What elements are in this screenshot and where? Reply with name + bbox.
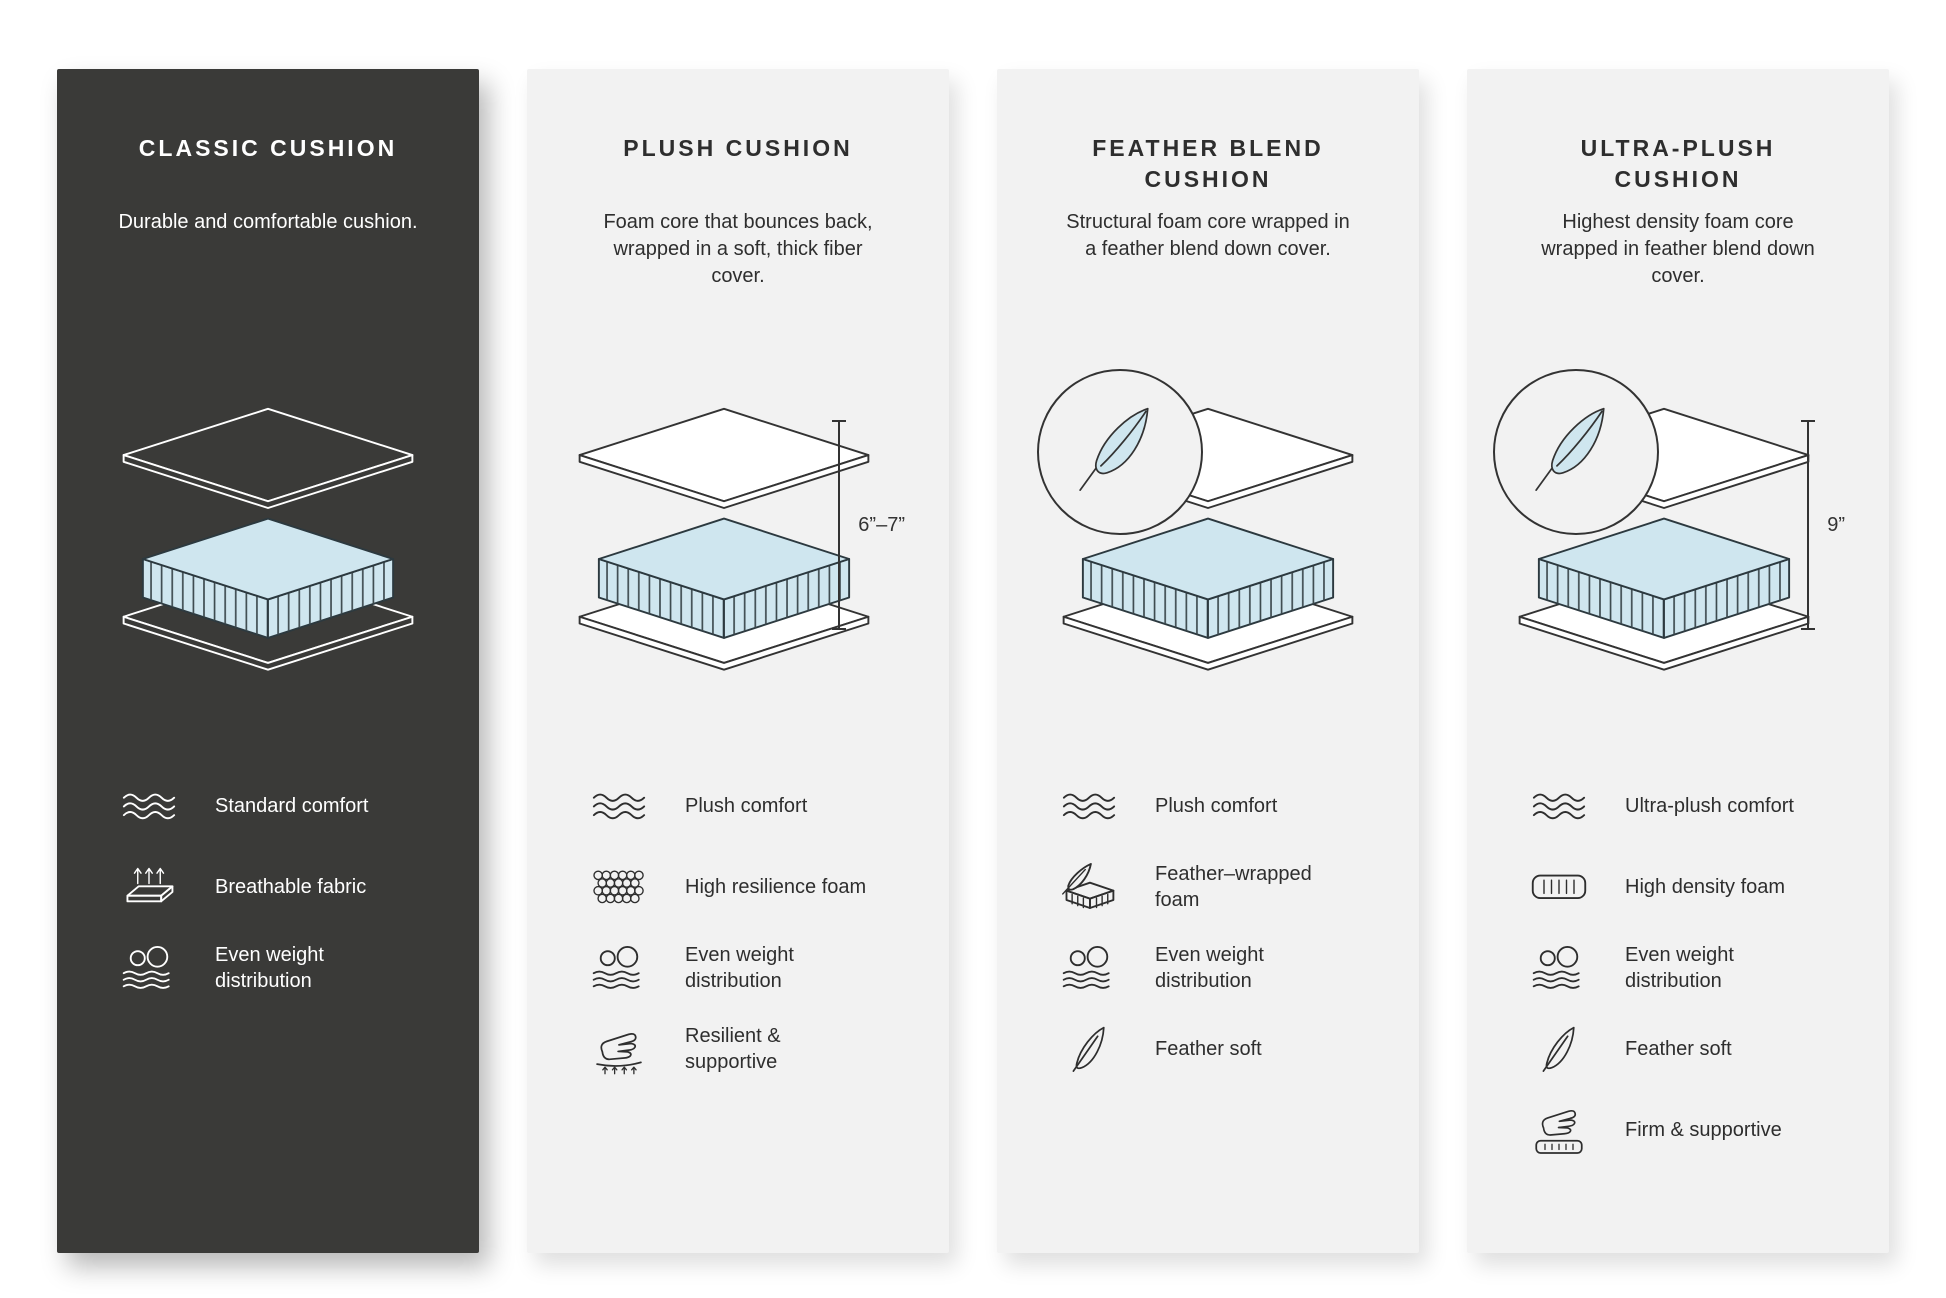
top-layer	[122, 407, 414, 509]
weight-distribution-icon	[1523, 946, 1595, 990]
panel-title: PLUSH CUSHION	[623, 135, 853, 161]
cushion-layers-diagram	[578, 407, 870, 671]
weight-distribution-icon	[1053, 946, 1125, 990]
feature-label: Ultra-plush comfort	[1625, 795, 1794, 817]
wave-icon	[113, 790, 185, 823]
panel-description: Durable and comfortable cushion.	[118, 211, 418, 233]
firm-hand-icon	[1523, 1104, 1595, 1157]
feature-row: Plush comfort	[1053, 773, 1383, 839]
feature-row: Plush comfort	[583, 773, 913, 839]
feature-list: Standard comfort Breathable fabric	[93, 773, 443, 1001]
dimension-line	[832, 420, 847, 630]
resilient-hand-icon	[583, 1023, 655, 1076]
feature-label: Even weight distribution	[1625, 944, 1734, 992]
feature-label: Feather soft	[1155, 1038, 1262, 1060]
feather-badge	[1037, 369, 1203, 535]
feature-row: Feather soft	[1523, 1016, 1853, 1082]
breathable-fabric-icon	[113, 861, 185, 914]
cushion-diagram: 6”–7”	[563, 405, 913, 757]
feather-badge	[1493, 369, 1659, 535]
feather-icon	[1079, 407, 1149, 491]
feature-label: Firm & supportive	[1625, 1119, 1782, 1141]
feature-row: High density foam	[1523, 854, 1853, 920]
panel-plush-cushion: PLUSH CUSHION Foam core that bounces bac…	[527, 69, 949, 1253]
wave-icon	[1053, 790, 1125, 823]
height-label: 6”–7”	[858, 513, 905, 536]
top-layer	[578, 407, 870, 509]
feature-label: Breathable fabric	[215, 876, 367, 898]
feature-label: Even weight distribution	[1155, 944, 1264, 992]
feature-row: Ultra-plush comfort	[1523, 773, 1853, 839]
feature-label: High density foam	[1625, 876, 1786, 898]
feature-list: Plush comfort Feather–wrapped foam	[1033, 773, 1383, 1082]
cushion-diagram	[93, 405, 443, 757]
panel-description: Highest density foam core wrapped in fea…	[1541, 211, 1815, 287]
panel-title: ULTRA-PLUSH CUSHION	[1580, 135, 1776, 193]
feature-label: Even weight distribution	[215, 944, 324, 992]
foam-core-layer	[141, 517, 395, 639]
foam-core-layer	[597, 517, 851, 639]
feature-row: Standard comfort	[113, 773, 443, 839]
panel-description: Structural foam core wrapped in a feathe…	[1066, 211, 1350, 260]
feature-row: Even weight distribution	[113, 935, 443, 1001]
panel-title: FEATHER BLEND CUSHION	[1092, 135, 1324, 193]
foam-bubbles-icon	[583, 869, 655, 905]
panel-ultra-plush-cushion: ULTRA-PLUSH CUSHION Highest density foam…	[1467, 69, 1889, 1253]
wave-icon	[583, 790, 655, 823]
foam-core-layer	[1081, 517, 1335, 639]
weight-distribution-icon	[113, 946, 185, 990]
feature-row: Even weight distribution	[1053, 935, 1383, 1001]
feature-list: Plush comfort High resilience foam	[563, 773, 913, 1082]
feature-row: Feather soft	[1053, 1016, 1383, 1082]
feature-row: High resilience foam	[583, 854, 913, 920]
feather-icon	[1523, 1025, 1595, 1074]
feature-row: Feather–wrapped foam	[1053, 854, 1383, 920]
height-label: 9”	[1827, 513, 1845, 536]
panel-classic-cushion: CLASSIC CUSHION Durable and comfortable …	[57, 69, 479, 1253]
height-dimension: 9”	[1798, 419, 1845, 631]
cushion-diagram: 9”	[1493, 369, 1853, 757]
feature-label: Feather–wrapped foam	[1155, 863, 1312, 911]
dimension-line	[1801, 420, 1816, 630]
cushion-comparison-infographic: CLASSIC CUSHION Durable and comfortable …	[57, 69, 1889, 1253]
foam-core-layer	[1537, 517, 1791, 639]
panel-description: Foam core that bounces back, wrapped in …	[603, 211, 873, 287]
feather-wrapped-foam-icon	[1053, 862, 1125, 912]
feature-row: Even weight distribution	[583, 935, 913, 1001]
feather-icon	[1053, 1025, 1125, 1074]
feature-label: Plush comfort	[685, 795, 808, 817]
cushion-layers-diagram	[122, 407, 414, 671]
high-density-foam-icon	[1523, 869, 1595, 905]
cushion-diagram	[1033, 369, 1383, 757]
feature-row: Even weight distribution	[1523, 935, 1853, 1001]
feature-label: Even weight distribution	[685, 944, 794, 992]
height-dimension: 6”–7”	[829, 419, 905, 631]
feature-row: Firm & supportive	[1523, 1097, 1853, 1163]
wave-icon	[1523, 790, 1595, 823]
feature-label: Plush comfort	[1155, 795, 1278, 817]
feature-row: Resilient & supportive	[583, 1016, 913, 1082]
feature-label: High resilience foam	[685, 876, 867, 898]
cushion-layers-diagram	[1518, 407, 1810, 671]
feature-label: Resilient & supportive	[685, 1025, 781, 1073]
feather-icon	[1535, 407, 1605, 491]
feature-list: Ultra-plush comfort High density foam	[1503, 773, 1853, 1163]
feature-row: Breathable fabric	[113, 854, 443, 920]
panel-feather-blend-cushion: FEATHER BLEND CUSHION Structural foam co…	[997, 69, 1419, 1253]
weight-distribution-icon	[583, 946, 655, 990]
panel-title: CLASSIC CUSHION	[138, 135, 398, 161]
feature-label: Feather soft	[1625, 1038, 1732, 1060]
feature-label: Standard comfort	[215, 795, 369, 817]
